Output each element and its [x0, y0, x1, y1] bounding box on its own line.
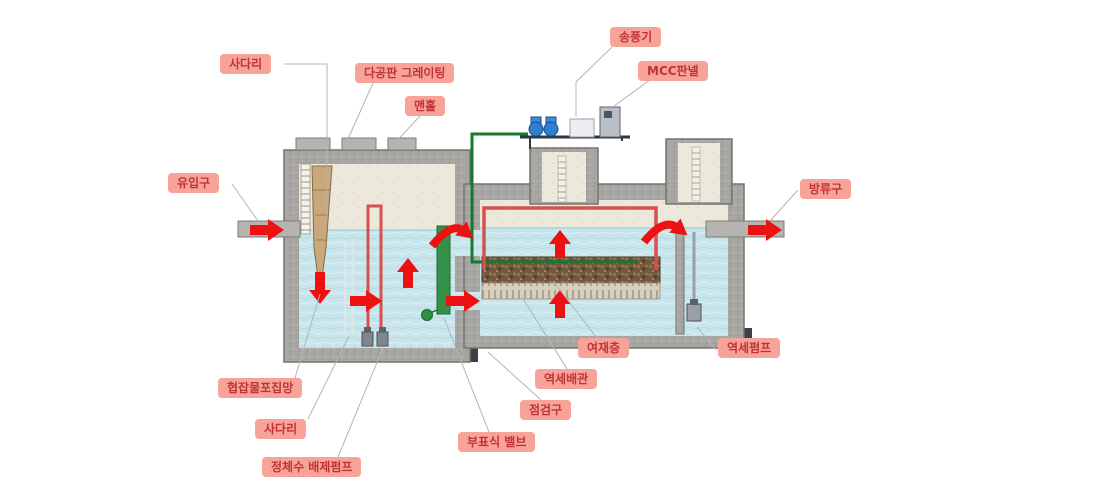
tower-middle [529, 147, 599, 205]
backwash-piping-loop [482, 206, 658, 270]
label-backwash-pipe: 역세배관 [535, 369, 598, 389]
underdrain-band [481, 282, 661, 300]
label-mcc-panel: MCC판넬 [638, 61, 708, 81]
label-backwash-pump: 역세펌프 [718, 338, 781, 358]
ladder-staff [300, 163, 311, 235]
label-float-valve: 부표식 밸브 [458, 432, 536, 452]
control-box [569, 118, 595, 138]
mcc-panel-box [599, 106, 621, 138]
blower-units [528, 116, 559, 137]
leader-lines [231, 46, 799, 458]
manhole-stubs [295, 137, 417, 151]
label-inspection-port: 점검구 [520, 400, 572, 420]
label-stagnant-water-pump: 정체수 배제펌프 [262, 457, 362, 477]
ladder-submerged [344, 240, 354, 334]
label-inlet: 유입구 [168, 173, 220, 193]
label-outlet: 방류구 [800, 179, 852, 199]
label-manhole: 맨홀 [405, 96, 446, 116]
flow-arrows [250, 218, 782, 318]
stagnant-water-pumps [361, 204, 389, 347]
tower-right [665, 138, 733, 205]
label-ladder-bottom: 사다리 [255, 419, 307, 439]
label-ladder-top: 사다리 [220, 54, 272, 74]
label-debris-net: 협잡물포집망 [218, 378, 303, 398]
label-media-layer: 여재층 [578, 338, 630, 358]
float-valve-assembly [421, 225, 451, 321]
label-blower: 송풍기 [610, 27, 662, 47]
label-perforated-grating: 다공판 그레이팅 [355, 63, 455, 83]
outlet-partition-wall [675, 227, 685, 335]
blower-platform [520, 135, 630, 149]
air-pipe-green [470, 132, 638, 264]
backwash-pump-unit [686, 232, 702, 322]
